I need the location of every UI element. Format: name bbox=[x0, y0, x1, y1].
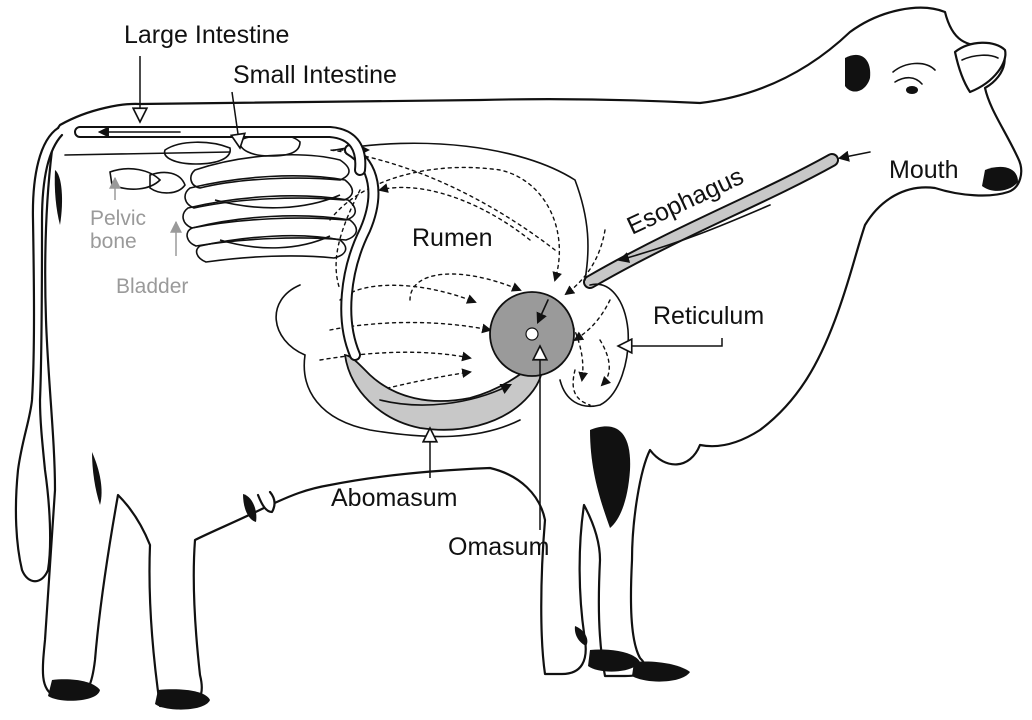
small-intestine-organ bbox=[163, 133, 380, 361]
label-pointers bbox=[109, 56, 723, 530]
label-rumen: Rumen bbox=[412, 224, 493, 252]
label-pelvic-bone-line1: Pelvic bbox=[90, 207, 146, 230]
esophagus-organ bbox=[583, 150, 871, 289]
label-omasum: Omasum bbox=[448, 533, 549, 561]
rumen-organ bbox=[275, 142, 630, 438]
label-large-intestine: Large Intestine bbox=[124, 21, 289, 49]
label-abomasum: Abomasum bbox=[331, 484, 457, 512]
large-intestine-organ bbox=[74, 126, 367, 176]
omasum-organ bbox=[489, 291, 575, 377]
label-reticulum: Reticulum bbox=[653, 302, 764, 330]
label-pelvic-bone-line2: bone bbox=[90, 230, 137, 253]
label-small-intestine: Small Intestine bbox=[233, 61, 397, 89]
label-mouth: Mouth bbox=[889, 156, 958, 184]
pelvis-region bbox=[64, 151, 231, 194]
label-bladder: Bladder bbox=[116, 275, 188, 298]
